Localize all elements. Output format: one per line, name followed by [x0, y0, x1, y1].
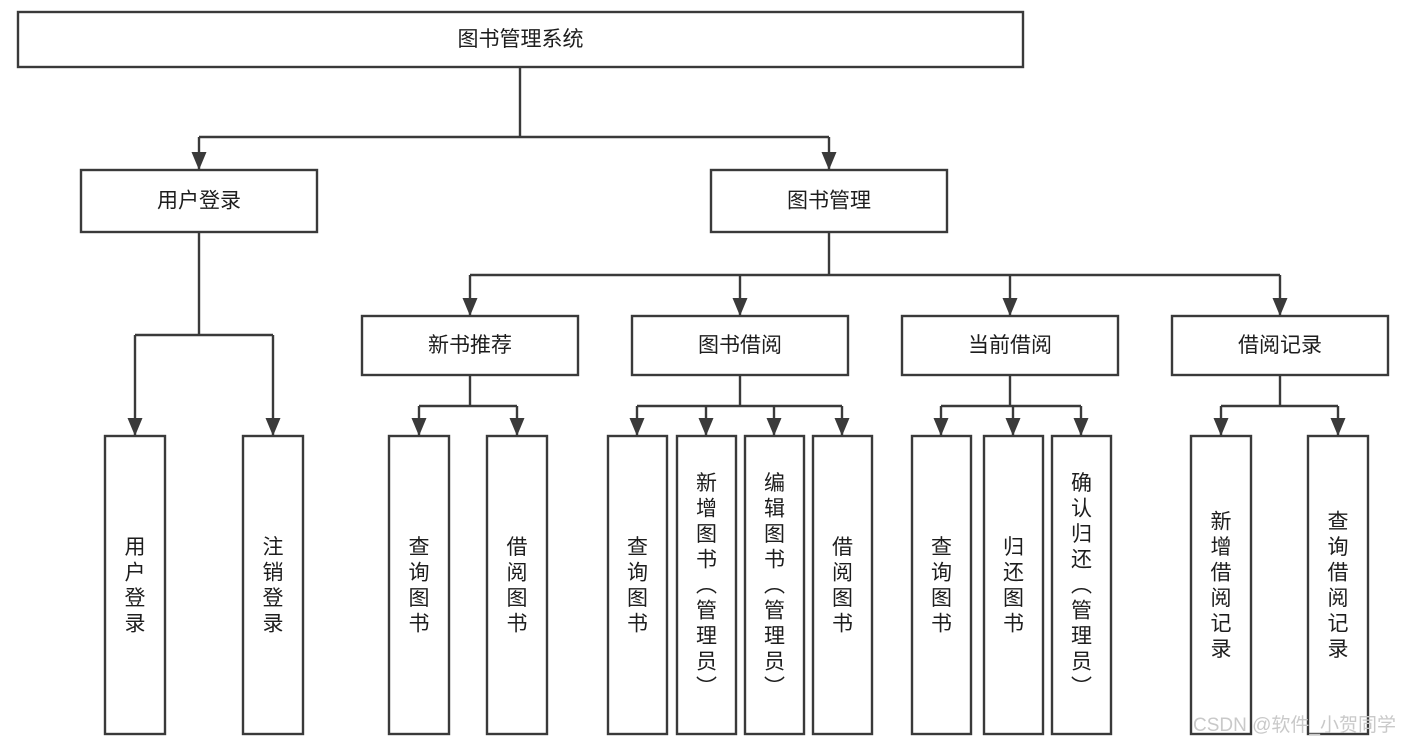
- node-box-shape[interactable]: [360, 314, 580, 377]
- node-leaf-3[interactable]: 借阅图书: [485, 434, 549, 736]
- node-leaf-10[interactable]: 确认归还︵管理员︶: [1050, 434, 1113, 736]
- connector-group-record-to-leaves: [1219, 375, 1340, 436]
- node-box-shape[interactable]: [16, 10, 1025, 69]
- node-label: 确认归还︵管理员︶: [1071, 472, 1092, 699]
- node-leaf-2[interactable]: 查询图书: [387, 434, 451, 736]
- connector-arrow-icon: [1002, 298, 1018, 316]
- connector-arrow-icon: [1330, 418, 1346, 436]
- node-box-shape[interactable]: [900, 314, 1120, 377]
- node-label: 用户登录: [125, 536, 146, 636]
- connector-group-bookmgmt-to-level3: [468, 232, 1282, 316]
- node-box-shape[interactable]: [982, 434, 1045, 736]
- node-label: 查询图书: [409, 536, 430, 636]
- node-label: 注销登录: [263, 536, 284, 636]
- connector-arrow-icon: [127, 418, 143, 436]
- node-label: 新书推荐: [428, 334, 512, 357]
- node-box-shape[interactable]: [79, 168, 319, 234]
- node-level2-0[interactable]: 用户登录: [79, 168, 319, 234]
- node-label: 借阅记录: [1238, 334, 1322, 357]
- node-label: 借阅图书: [832, 536, 853, 636]
- connector-arrow-icon: [698, 418, 714, 436]
- node-label: 新增图书︵管理员︶: [696, 472, 717, 699]
- node-label: 借阅图书: [507, 536, 528, 636]
- connector-arrow-icon: [191, 152, 207, 170]
- node-leaf-5[interactable]: 新增图书︵管理员︶: [675, 434, 738, 736]
- node-box-shape[interactable]: [387, 434, 451, 736]
- node-leaf-6[interactable]: 编辑图书︵管理员︶: [743, 434, 806, 736]
- node-level3-0[interactable]: 新书推荐: [360, 314, 580, 377]
- node-root[interactable]: 图书管理系统: [16, 10, 1025, 69]
- node-label: 图书管理: [787, 190, 871, 213]
- connector-layer: [127, 67, 1346, 436]
- connector-group-userlogin-to-leaves: [133, 232, 275, 436]
- connector-arrow-icon: [629, 418, 645, 436]
- csdn-watermark: CSDN @软件_小贺同学: [1193, 714, 1396, 736]
- connector-group-root-to-level2: [197, 67, 831, 170]
- node-box-shape[interactable]: [675, 434, 738, 736]
- connector-arrow-icon: [509, 418, 525, 436]
- node-leaf-7[interactable]: 借阅图书: [811, 434, 874, 736]
- connector-arrow-icon: [1073, 418, 1089, 436]
- node-box-shape[interactable]: [241, 434, 305, 736]
- node-label: 当前借阅: [968, 334, 1052, 357]
- node-box-shape[interactable]: [910, 434, 973, 736]
- connector-arrow-icon: [1213, 418, 1229, 436]
- node-label: 归还图书: [1003, 536, 1024, 636]
- node-box-shape[interactable]: [1306, 434, 1370, 736]
- connector-arrow-icon: [834, 418, 850, 436]
- connector-arrow-icon: [732, 298, 748, 316]
- node-layer: 图书管理系统用户登录图书管理新书推荐图书借阅当前借阅借阅记录用户登录注销登录查询…: [16, 10, 1390, 736]
- node-label: 图书借阅: [698, 334, 782, 357]
- connector-arrow-icon: [462, 298, 478, 316]
- node-box-shape[interactable]: [630, 314, 850, 377]
- node-label: 编辑图书︵管理员︶: [764, 472, 785, 699]
- node-leaf-1[interactable]: 注销登录: [241, 434, 305, 736]
- node-box-shape[interactable]: [1050, 434, 1113, 736]
- node-box-shape[interactable]: [743, 434, 806, 736]
- node-label: 图书管理系统: [458, 28, 584, 51]
- node-box-shape[interactable]: [1189, 434, 1253, 736]
- node-label: 查询借阅记录: [1328, 510, 1349, 661]
- node-level3-1[interactable]: 图书借阅: [630, 314, 850, 377]
- node-label: 新增借阅记录: [1211, 510, 1232, 661]
- node-box-shape[interactable]: [103, 434, 167, 736]
- node-box-shape[interactable]: [606, 434, 669, 736]
- node-box-shape[interactable]: [709, 168, 949, 234]
- node-level3-3[interactable]: 借阅记录: [1170, 314, 1390, 377]
- connector-arrow-icon: [265, 418, 281, 436]
- node-leaf-9[interactable]: 归还图书: [982, 434, 1045, 736]
- connector-arrow-icon: [1005, 418, 1021, 436]
- node-box-shape[interactable]: [811, 434, 874, 736]
- node-leaf-0[interactable]: 用户登录: [103, 434, 167, 736]
- node-level3-2[interactable]: 当前借阅: [900, 314, 1120, 377]
- node-label: 用户登录: [157, 190, 241, 213]
- connector-group-borrow-to-leaves: [635, 375, 844, 436]
- node-leaf-11[interactable]: 新增借阅记录: [1189, 434, 1253, 736]
- node-leaf-8[interactable]: 查询图书: [910, 434, 973, 736]
- node-box-shape[interactable]: [1170, 314, 1390, 377]
- connector-arrow-icon: [821, 152, 837, 170]
- connector-arrow-icon: [766, 418, 782, 436]
- connector-arrow-icon: [1272, 298, 1288, 316]
- node-level2-1[interactable]: 图书管理: [709, 168, 949, 234]
- node-label: 查询图书: [627, 536, 648, 636]
- node-leaf-4[interactable]: 查询图书: [606, 434, 669, 736]
- node-box-shape[interactable]: [485, 434, 549, 736]
- node-label: 查询图书: [931, 536, 952, 636]
- node-leaf-12[interactable]: 查询借阅记录: [1306, 434, 1370, 736]
- connector-arrow-icon: [411, 418, 427, 436]
- connector-group-newbook-to-leaves: [417, 375, 519, 436]
- connector-arrow-icon: [933, 418, 949, 436]
